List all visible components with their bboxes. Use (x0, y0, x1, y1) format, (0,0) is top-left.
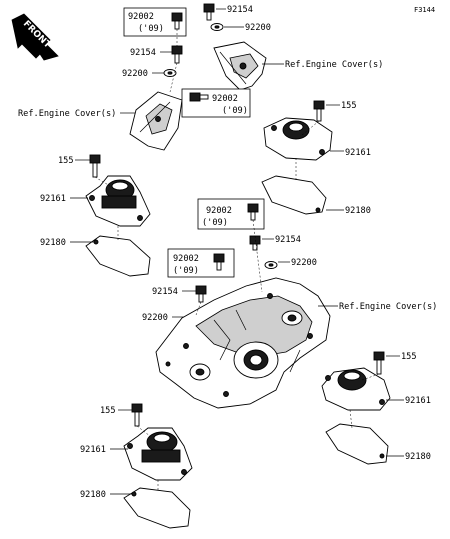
engine-cover-bracket-left (129, 91, 183, 151)
bolt-92154-lower-icon (195, 285, 207, 303)
label-92002-middle-right-note: ('09) (202, 218, 228, 228)
bolt-92154-left-icon (171, 45, 183, 64)
label-155-upper-right: 155 (341, 101, 357, 111)
label-92161-upper-right: 92161 (345, 148, 371, 158)
label-92002-middle-right: 92002 (206, 206, 232, 216)
bolt-92154-middle-icon (249, 235, 261, 251)
label-92154-top: 92154 (227, 5, 253, 15)
bolt-92154-top-icon (203, 3, 215, 21)
ref-engine-cover-top: Ref.Engine Cover(s) (285, 60, 383, 70)
ref-engine-cover-left: Ref.Engine Cover(s) (18, 109, 116, 119)
label-92154-middle: 92154 (275, 235, 301, 245)
bolt-155-upper-left-icon (89, 154, 101, 178)
label-92180-upper-right: 92180 (345, 206, 371, 216)
bolt-92002-lower-icon (213, 253, 225, 271)
bolt-92002-center-icon (189, 92, 209, 102)
figure-code: F3144 (414, 6, 435, 14)
label-92200-top: 92200 (245, 23, 271, 33)
engine-mount-92161-lower-left (123, 427, 193, 481)
label-155-upper-left: 155 (58, 156, 74, 166)
bolt-155-lower-right-icon (373, 351, 385, 375)
engine-mount-92161-upper-right (263, 117, 333, 161)
label-92200-middle: 92200 (291, 258, 317, 268)
mount-plate-92180-lower-left (123, 487, 191, 529)
bolt-155-lower-left-icon (131, 403, 143, 427)
engine-mount-92161-upper-left (85, 175, 151, 227)
label-92180-lower-right: 92180 (405, 452, 431, 462)
washer-92200-top-icon (210, 23, 224, 31)
label-92180-lower-left: 92180 (80, 490, 106, 500)
engine-mount-92161-lower-right (321, 367, 391, 411)
mount-plate-92180-upper-right (261, 175, 327, 215)
washer-92200-middle-icon (264, 261, 278, 269)
label-92002-center-note: ('09) (222, 106, 248, 116)
label-92180-upper-left: 92180 (40, 238, 66, 248)
engine-crankcase (155, 277, 331, 409)
label-155-lower-left: 155 (100, 406, 116, 416)
washer-92200-left-icon (163, 69, 177, 77)
label-92161-upper-left: 92161 (40, 194, 66, 204)
label-92002-lower: 92002 (173, 254, 199, 264)
label-92002-center: 92002 (212, 94, 238, 104)
label-92200-lower: 92200 (142, 313, 168, 323)
label-155-lower-right: 155 (401, 352, 417, 362)
mount-plate-92180-upper-left (85, 235, 151, 277)
label-92002-lower-note: ('09) (173, 266, 199, 276)
label-92161-lower-left: 92161 (80, 445, 106, 455)
front-arrow-icon: FRONT (11, 13, 59, 61)
mount-plate-92180-lower-right (325, 423, 389, 465)
label-92200-left: 92200 (122, 69, 148, 79)
ref-engine-cover-engine: Ref.Engine Cover(s) (339, 302, 437, 312)
label-92154-left: 92154 (130, 48, 156, 58)
label-92154-lower: 92154 (152, 287, 178, 297)
label-92002-top-note: ('09) (138, 24, 164, 34)
assembly-leader-lines (94, 29, 380, 492)
label-92161-lower-right: 92161 (405, 396, 431, 406)
label-92002-top: 92002 (128, 12, 154, 22)
bolt-155-upper-right-icon (313, 100, 325, 122)
engine-cover-bracket-top (213, 41, 267, 91)
